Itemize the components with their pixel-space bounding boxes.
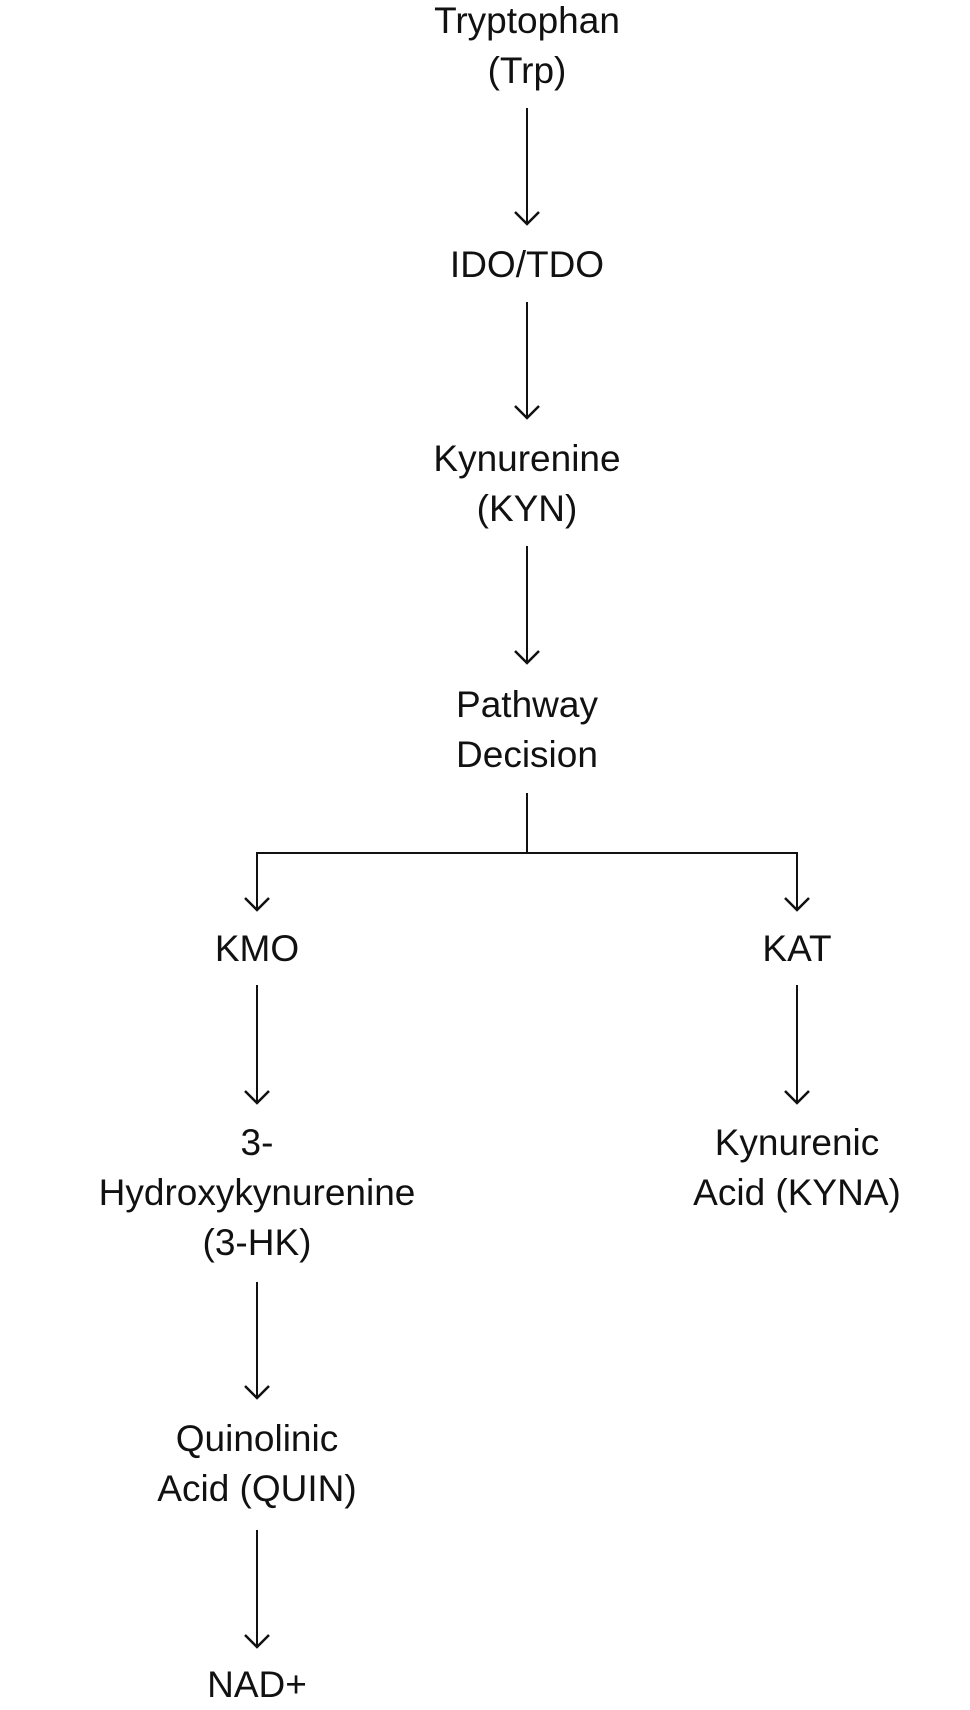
node-quinolinic-acid-line-1: Quinolinic [175,1418,339,1459]
edge-decision-kat [784,852,810,912]
node-ido-tdo: IDO/TDO [450,240,604,290]
edge-hk-quin [244,1282,270,1400]
node-tryptophan: Tryptophan (Trp) [434,0,620,96]
node-3-hydroxykynurenine: 3- Hydroxykynurenine (3-HK) [99,1118,416,1268]
node-kmo-line-1: KMO [214,928,300,969]
edge-quin-nad [244,1530,270,1649]
node-kmo: KMO [215,924,299,974]
edge-ido-kyn [514,302,540,420]
edge-decision-kmo [244,852,270,912]
node-quinolinic-acid: Quinolinic Acid (QUIN) [157,1414,356,1514]
node-kynurenic-acid-line-1: Kynurenic [714,1122,880,1163]
node-kynurenic-acid: Kynurenic Acid (KYNA) [693,1118,901,1218]
node-nad-plus: NAD+ [207,1660,307,1710]
node-kynurenine-line-2: (KYN) [476,488,578,529]
node-kynurenine-line-1: Kynurenine [433,438,621,479]
node-kat: KAT [762,924,831,974]
node-pathway-decision: Pathway Decision [456,680,598,780]
node-tryptophan-line-1: Tryptophan [434,0,620,41]
edge-trp-ido [514,108,540,226]
node-pathway-decision-line-2: Decision [456,734,598,775]
node-3-hydroxykynurenine-line-1: 3- [240,1122,274,1163]
edge-kat-kyna [784,985,810,1105]
node-quinolinic-acid-line-2: Acid (QUIN) [157,1468,357,1509]
node-3-hydroxykynurenine-line-3: (3-HK) [202,1222,312,1263]
node-3-hydroxykynurenine-line-2: Hydroxykynurenine [98,1172,416,1213]
node-nad-plus-line-1: NAD+ [207,1664,307,1705]
edge-decision-split [256,793,798,854]
edge-kyn-decision [514,546,540,665]
node-ido-tdo-line-1: IDO/TDO [449,244,605,285]
node-pathway-decision-line-1: Pathway [456,684,598,725]
node-kynurenic-acid-line-2: Acid (KYNA) [693,1172,901,1213]
node-kat-line-1: KAT [762,928,832,969]
node-tryptophan-line-2: (Trp) [487,50,567,91]
node-kynurenine: Kynurenine (KYN) [433,434,620,534]
edge-kmo-hk [244,985,270,1105]
